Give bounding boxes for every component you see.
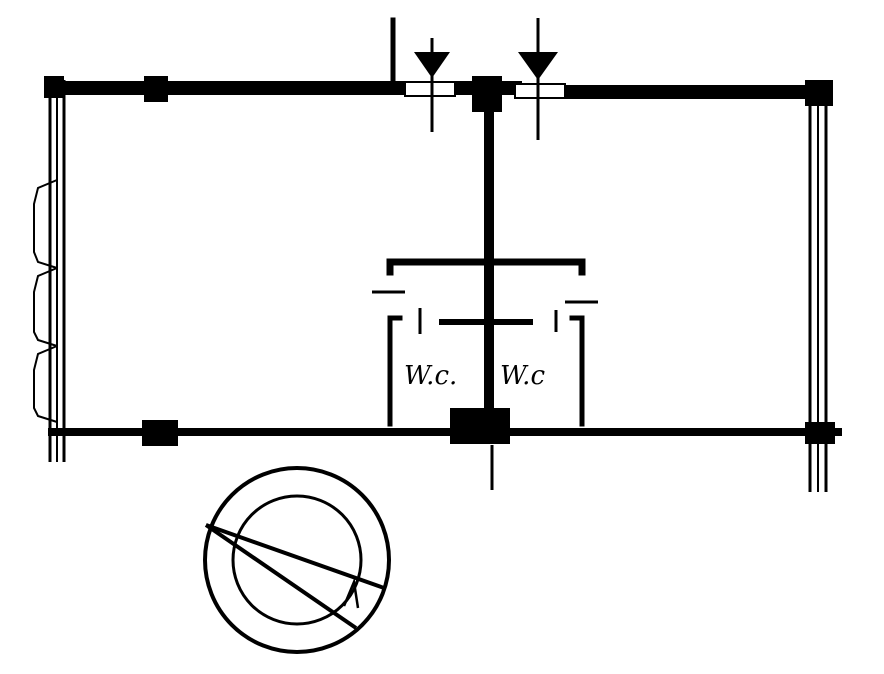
compass-icon	[203, 466, 391, 654]
column	[472, 76, 502, 112]
wc-block	[372, 258, 598, 427]
window-top-left	[404, 81, 456, 97]
columns	[44, 76, 835, 446]
column	[450, 408, 510, 444]
column	[142, 420, 178, 446]
bay-window-middle	[33, 267, 58, 347]
entrance-arrow-icon	[518, 18, 558, 140]
bottom-wall	[48, 428, 842, 490]
wc-right-label: W.c	[500, 361, 545, 391]
wc-left-label: W.c.	[404, 361, 457, 391]
entrance-arrow-icon	[414, 38, 450, 132]
column	[144, 76, 168, 102]
window-top-right	[514, 83, 566, 99]
column	[805, 422, 835, 444]
bay-window-lower	[33, 345, 58, 423]
column	[805, 80, 833, 106]
left-wall	[33, 80, 66, 462]
column	[44, 76, 64, 98]
top-wall	[48, 17, 829, 99]
bay-window-upper	[33, 179, 58, 269]
